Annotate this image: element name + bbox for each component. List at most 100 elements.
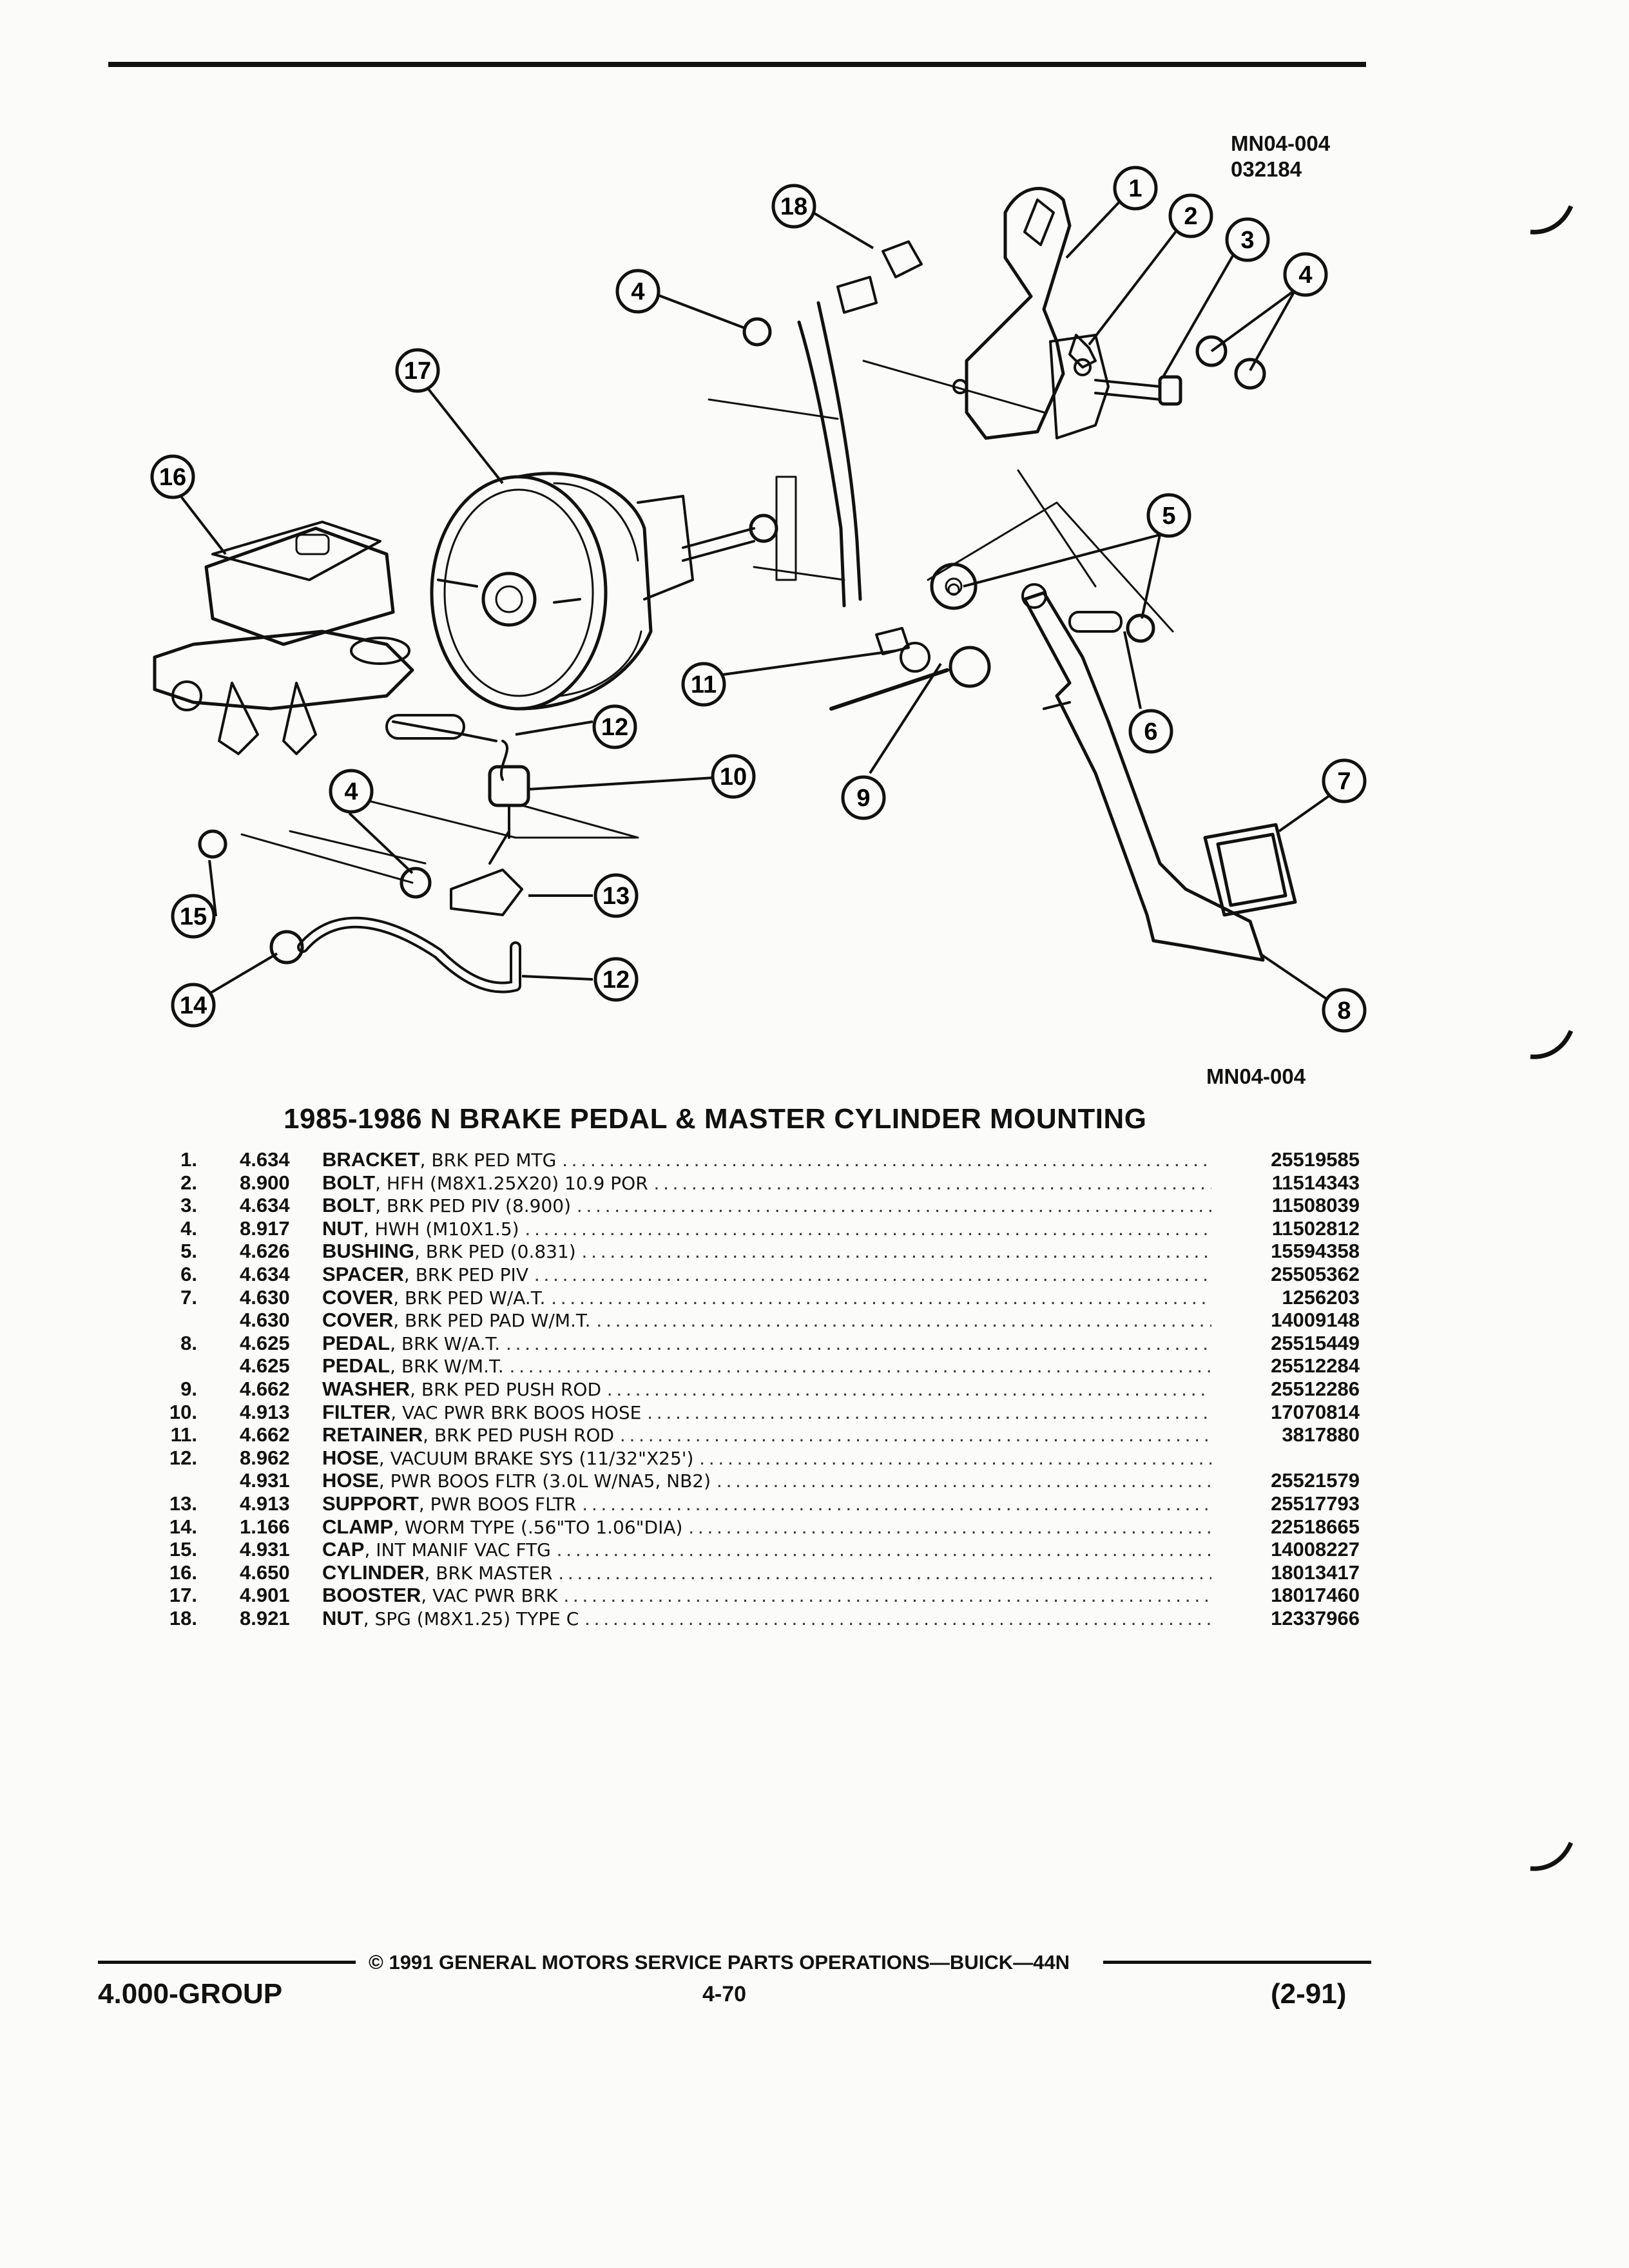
- part-number: 18017460: [1271, 1584, 1360, 1607]
- item-number: 6.: [180, 1263, 197, 1285]
- dot-leader: ........................................…: [563, 1584, 1211, 1607]
- group-number: 4.931: [240, 1469, 290, 1492]
- callout-5: 5: [1146, 493, 1191, 538]
- part-name: CYLINDER: [322, 1561, 425, 1584]
- dot-leader: ........................................…: [534, 1263, 1211, 1285]
- part-number: 15594358: [1271, 1240, 1360, 1263]
- part-description: CAP, INT MANIF VAC FTG .................…: [322, 1538, 1211, 1561]
- callout-13: 13: [593, 873, 639, 918]
- part-spec: , VAC PWR BRK BOOS HOSE: [390, 1401, 648, 1423]
- part-spec: , HWH (M10X1.5): [363, 1218, 525, 1240]
- part-spec: , BRK PED MTG: [419, 1149, 563, 1171]
- part-spec: , BRK PED (0.831): [414, 1241, 582, 1263]
- dot-leader: ........................................…: [551, 1285, 1211, 1309]
- part-number: 17070814: [1271, 1400, 1360, 1423]
- margin-mark: [1530, 1841, 1574, 1871]
- vacuum-filter: [488, 765, 530, 807]
- callout-9: 9: [841, 775, 886, 820]
- part-description: CYLINDER, BRK MASTER ...................…: [322, 1561, 1211, 1584]
- dot-leader: ........................................…: [576, 1194, 1211, 1217]
- item-number: 17.: [169, 1584, 197, 1607]
- part-description: PEDAL, BRK W/A.T. ......................…: [322, 1332, 1211, 1355]
- callout-3: 3: [1225, 217, 1270, 262]
- parts-row: 4.931 HOSE, PWR BOOS FLTR (3.0L W/NA5, NB…: [0, 1469, 1629, 1492]
- item-number: 15.: [169, 1538, 197, 1561]
- callout-number: 3: [1240, 227, 1254, 254]
- item-number: 14.: [169, 1515, 197, 1538]
- group-number: 4.913: [240, 1400, 290, 1423]
- callout-10: 10: [711, 754, 756, 799]
- part-number: 11502812: [1271, 1216, 1360, 1240]
- callout-number: 12: [602, 966, 630, 994]
- part-name: PEDAL: [322, 1331, 390, 1354]
- part-name: FILTER: [322, 1400, 391, 1423]
- callout-number: 8: [1337, 997, 1351, 1024]
- part-number: 25519585: [1271, 1148, 1360, 1171]
- part-description: COVER, BRK PED W/A.T. ..................…: [322, 1286, 1211, 1309]
- item-number: 4.: [180, 1216, 197, 1240]
- callout-4: 4: [1283, 252, 1328, 297]
- part-description: HOSE, PWR BOOS FLTR (3.0L W/NA5, NB2) ..…: [322, 1469, 1211, 1492]
- callout-circle: [841, 775, 886, 820]
- footer-page-number: 4-70: [702, 1982, 747, 2006]
- dot-leader: ........................................…: [525, 1216, 1211, 1240]
- part-number: 3817880: [1282, 1423, 1360, 1446]
- group-number: 4.630: [240, 1285, 290, 1309]
- callout-number: 4: [344, 778, 358, 805]
- callout-circle: [771, 184, 816, 229]
- part-description: BOOSTER, VAC PWR BRK ...................…: [322, 1584, 1211, 1607]
- part-name: BOLT: [322, 1194, 376, 1217]
- callout-circle: [329, 769, 374, 814]
- callout-leaders: [169, 195, 1335, 1005]
- part-number: 11514343: [1271, 1171, 1360, 1194]
- callout-circle: [1225, 217, 1270, 262]
- part-number: 22518665: [1271, 1515, 1360, 1538]
- part-description: SPACER, BRK PED PIV ....................…: [322, 1263, 1211, 1286]
- part-spec: , BRK PED PUSH ROD: [423, 1425, 620, 1446]
- part-spec: , VACUUM BRAKE SYS (11/32"X25'): [378, 1447, 700, 1469]
- group-number: 8.917: [240, 1216, 290, 1240]
- part-description: BOLT, HFH (M8X1.25X20) 10.9 POR ........…: [322, 1171, 1211, 1195]
- part-spec: , BRK PED PIV: [403, 1264, 534, 1285]
- part-description: BRACKET, BRK PED MTG ...................…: [322, 1148, 1211, 1171]
- part-description: NUT, SPG (M8X1.25) TYPE C ..............…: [322, 1607, 1211, 1630]
- callout-6: 6: [1128, 709, 1173, 754]
- callout-11: 11: [681, 662, 726, 707]
- callout-circle: [592, 704, 637, 749]
- vacuum-hose: [392, 720, 497, 742]
- page-title: 1985-1986 N BRAKE PEDAL & MASTER CYLINDE…: [284, 1103, 1147, 1135]
- callout-number: 5: [1162, 503, 1175, 530]
- callout-17: 17: [395, 348, 440, 393]
- firewall-panel: [797, 301, 862, 608]
- part-description: COVER, BRK PED PAD W/M.T. ..............…: [322, 1309, 1211, 1332]
- margin-mark: [1530, 205, 1574, 235]
- part-number: 18013417: [1271, 1561, 1360, 1584]
- item-number: 16.: [169, 1561, 197, 1584]
- callout-circle: [681, 662, 726, 707]
- callout-16: 16: [150, 454, 195, 499]
- part-spec: , VAC PWR BRK: [421, 1585, 564, 1607]
- part-description: SUPPORT, PWR BOOS FLTR .................…: [322, 1492, 1211, 1515]
- callout-number: 13: [602, 883, 630, 910]
- group-number: 4.630: [240, 1309, 290, 1332]
- figure-date-code: 032184: [1231, 157, 1302, 181]
- dot-leader: ........................................…: [509, 1354, 1211, 1378]
- callout-circle: [1322, 988, 1367, 1033]
- part-spec: , PWR BOOS FLTR (3.0L W/NA5, NB2): [378, 1470, 717, 1492]
- nut: [742, 317, 772, 347]
- callout-circle: [1283, 252, 1328, 297]
- vac-cap: [198, 829, 227, 859]
- part-number: 25512284: [1271, 1354, 1360, 1378]
- callout-circle: [1146, 493, 1191, 538]
- part-description: CLAMP, WORM TYPE (.56"TO 1.06"DIA) .....…: [322, 1515, 1211, 1539]
- callout-number: 1: [1128, 175, 1142, 202]
- part-name: BOLT: [322, 1171, 376, 1194]
- callout-12: 12: [592, 704, 637, 749]
- dot-leader: ........................................…: [606, 1378, 1211, 1400]
- part-spec: , BRK PED PAD W/M.T.: [393, 1310, 597, 1332]
- callout-circle: [395, 348, 440, 393]
- item-number: 2.: [180, 1171, 197, 1194]
